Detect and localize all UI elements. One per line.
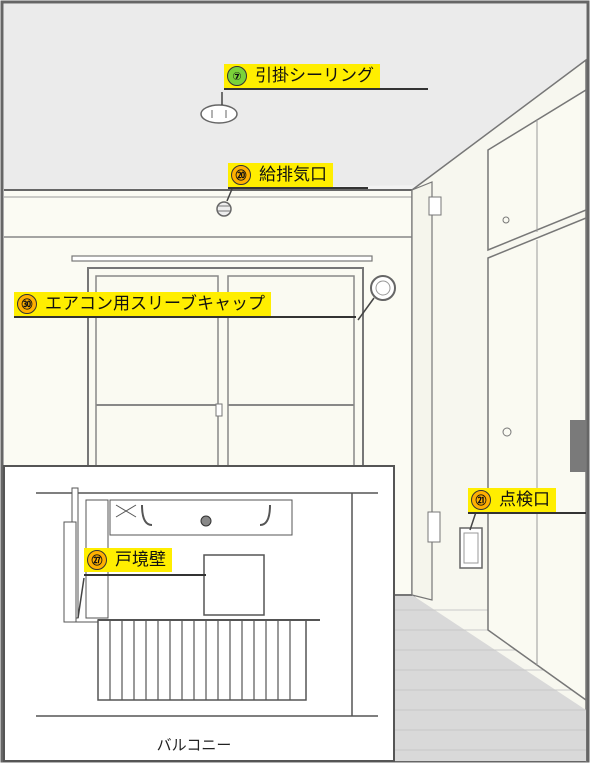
curtain-rail: [71, 255, 373, 262]
ceiling-rose: [200, 104, 238, 124]
vent-port: [216, 201, 232, 217]
label-party-wall: ㉗ 戸境壁: [84, 548, 172, 572]
label-aircon-sleeve: ㉚ エアコン用スリーブキャップ: [14, 292, 271, 316]
label-vent-port: ⑳ 給排気口: [228, 163, 333, 187]
label-underline: [468, 512, 586, 514]
number-badge-icon: ⑦: [227, 66, 247, 86]
aircon-sleeve-cap: [370, 275, 396, 301]
floor-carpet: [395, 595, 586, 761]
number-badge-icon: ⑳: [231, 165, 251, 185]
switch-plate: [427, 511, 441, 543]
label-underline: [228, 187, 368, 189]
label-text: 引掛シーリング: [255, 66, 374, 86]
inspection-hatch: [459, 527, 483, 569]
label-text: 戸境壁: [115, 550, 166, 570]
label-text: 点検口: [499, 490, 550, 510]
label-text: エアコン用スリーブキャップ: [45, 294, 265, 314]
label-underline: [84, 574, 206, 576]
label-inspection-hatch: ㉑ 点検口: [468, 488, 556, 512]
inset-caption: バルコニー: [156, 736, 232, 754]
label-text: 給排気口: [259, 165, 327, 185]
number-badge-icon: ㉑: [471, 490, 491, 510]
number-badge-icon: ㉚: [17, 294, 37, 314]
label-underline: [224, 88, 428, 90]
balcony-inset: [3, 465, 395, 762]
label-underline: [14, 316, 356, 318]
label-ceiling-rose: ⑦ 引掛シーリング: [224, 64, 380, 88]
number-badge-icon: ㉗: [87, 550, 107, 570]
ceiling: [4, 4, 586, 190]
